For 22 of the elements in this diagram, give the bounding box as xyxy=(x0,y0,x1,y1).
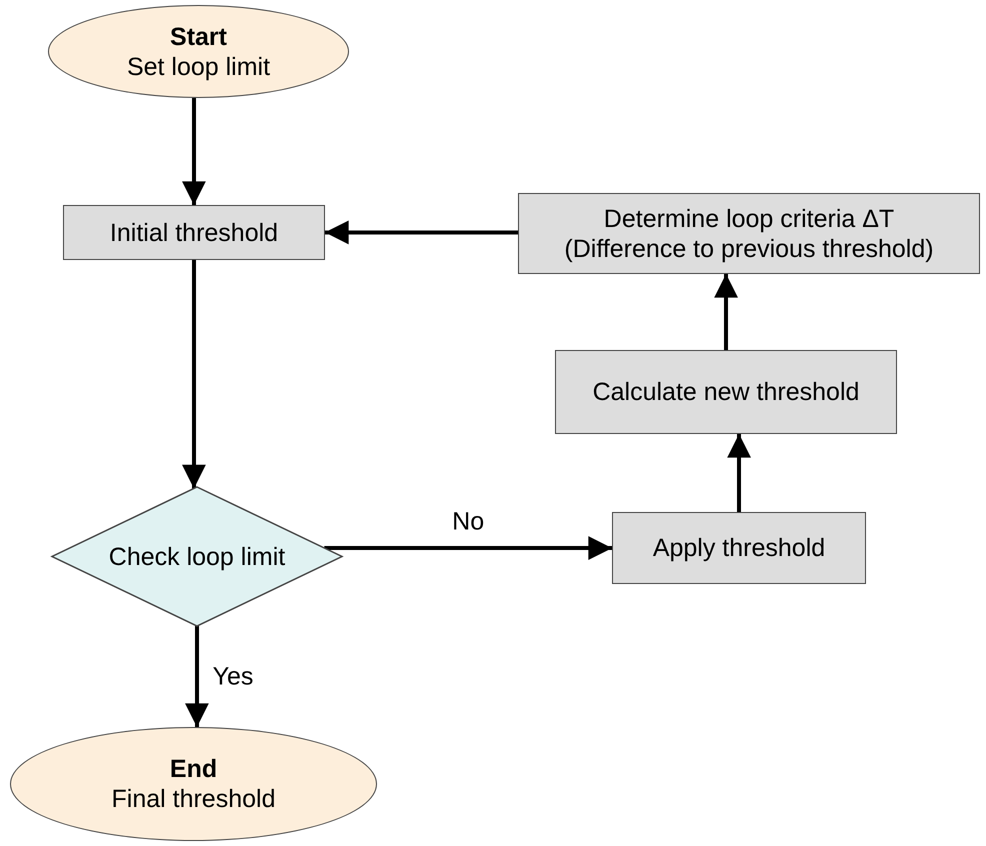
node-text: Set loop limit xyxy=(126,52,270,82)
arrow xyxy=(182,98,206,206)
node-text: Initial threshold xyxy=(110,218,278,248)
process-box xyxy=(555,350,897,434)
node-text: Calculate new threshold xyxy=(592,377,860,407)
node-text: (Difference to previous threshold) xyxy=(564,234,934,264)
process-box xyxy=(518,193,980,274)
arrow xyxy=(182,260,206,489)
node-heading: Start xyxy=(170,22,227,52)
node-heading: End xyxy=(170,754,218,784)
arrow xyxy=(727,434,751,512)
decision-diamond xyxy=(52,487,342,626)
arrow xyxy=(324,220,518,244)
process-box xyxy=(612,512,866,584)
process-box xyxy=(63,205,325,260)
node-text: Determine loop criteria ΔT xyxy=(604,204,894,234)
arrow xyxy=(714,274,738,350)
node-text: Apply threshold xyxy=(652,533,826,563)
node-text: Final threshold xyxy=(112,784,276,814)
node-text: Check loop limit xyxy=(108,542,286,572)
arrow xyxy=(324,536,612,560)
arrow xyxy=(185,626,209,728)
